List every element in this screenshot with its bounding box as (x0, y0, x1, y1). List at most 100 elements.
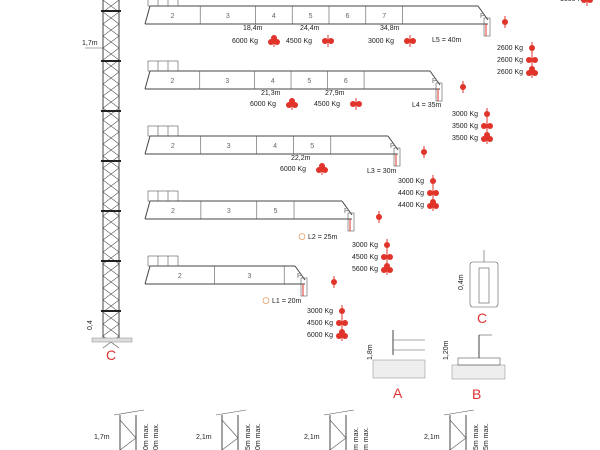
detail-b (451, 334, 506, 380)
mast-base (91, 337, 133, 343)
hook-icon (427, 199, 439, 211)
jib-tip-cone (387, 135, 399, 151)
hook-icon (581, 0, 593, 6)
jib-platform (147, 60, 179, 72)
radius-label: 24,4m (300, 25, 320, 32)
hook-icon (529, 42, 535, 54)
trolley (435, 82, 443, 102)
mast-lattice (102, 131, 120, 145)
mast-lattice (102, 323, 120, 337)
info-icon (298, 233, 306, 240)
jib-root (144, 70, 151, 90)
radius-load-label: 3000 Kg (368, 38, 394, 45)
mast-lattice (102, 83, 120, 97)
trolley (300, 277, 308, 297)
hook-icon (339, 305, 345, 317)
tip-load-label: 3000 Kg (452, 111, 478, 118)
detail-a-dim: 1,8m (367, 344, 374, 360)
tip-load-label: 2600 Kg (497, 57, 523, 64)
detail-c-letter: C (477, 310, 487, 326)
mast-letter-c: C (106, 347, 116, 363)
jib-4 (144, 60, 443, 102)
jib-platform (147, 125, 179, 137)
mast-lattice (102, 47, 120, 61)
jib-tip-label: P (390, 143, 395, 150)
radius-label: 18,4m (243, 25, 263, 32)
hook-block (404, 38, 410, 44)
mast-lattice (102, 119, 120, 133)
jib-section-number: 2 (171, 143, 175, 150)
hook-icon (376, 211, 382, 223)
section-lattice (329, 419, 347, 439)
info-icon (262, 297, 270, 304)
section-lattice (329, 437, 347, 450)
jib-section-number: 5 (310, 143, 314, 150)
hook-block (356, 101, 362, 107)
jib-section-number: 5 (309, 13, 313, 20)
jib-section-number: 2 (171, 208, 175, 215)
hook-icon (381, 251, 393, 263)
tip-load-label: 6000 Kg (307, 332, 333, 339)
ground (372, 359, 426, 379)
tip-load-label: 3000 Kg (307, 308, 333, 315)
jib-section-number: 3 (247, 273, 251, 280)
hook-block (526, 57, 532, 63)
detail-a-letter: A (393, 385, 403, 401)
ground (451, 364, 506, 380)
hook-block (410, 38, 416, 44)
mast-lattice (102, 263, 120, 277)
section-height-label: 0m max. (255, 423, 262, 450)
section-top (113, 409, 145, 416)
section-width-label: 2,1m (424, 434, 440, 441)
radius-load-label: 6000 Kg (250, 101, 276, 108)
detail-b-letter: B (472, 386, 481, 402)
radius-load-label: 4500 Kg (286, 38, 312, 45)
jib-platform (147, 255, 179, 267)
jib-tip-cone (477, 5, 489, 21)
hook-icon (526, 66, 538, 78)
jib-section-number: 7 (382, 13, 386, 20)
jib-tip-cone (429, 70, 441, 86)
section-top (215, 409, 247, 416)
hook-block (433, 190, 439, 196)
jib-section-number: 5 (273, 208, 277, 215)
section-height-label: 0m max. (143, 423, 150, 450)
jib-tip-cone (294, 265, 306, 281)
section-height-label: 5m max. (483, 423, 490, 450)
jib-section-number: 6 (344, 78, 348, 85)
radius-label: 34,8m (380, 25, 400, 32)
mast-width-label: 1,7m (82, 40, 98, 47)
hook-icon (460, 81, 466, 93)
mast-joint (101, 260, 121, 262)
mast-joint (101, 210, 121, 212)
hook-block (322, 38, 328, 44)
hook-block (387, 254, 393, 260)
jib-tip-cone (341, 200, 353, 216)
mast-joint (101, 160, 121, 162)
mast-lattice (102, 227, 120, 241)
mast-lattice (102, 287, 120, 301)
jib-section-number: 2 (170, 78, 174, 85)
radius-label: 27,9m (325, 90, 345, 97)
section-lattice (449, 419, 467, 439)
section-height-label: 5m max. (245, 423, 252, 450)
section-width-label: 2,1m (196, 434, 212, 441)
mast-lattice (102, 23, 120, 37)
jib-tip-label: P (432, 78, 437, 85)
mast-joint (101, 310, 121, 312)
tip-load-label: 4500 Kg (352, 254, 378, 261)
hook-icon (322, 35, 334, 47)
jib-5 (144, 0, 491, 37)
jib-platform (147, 0, 179, 7)
section-lattice (119, 437, 137, 450)
tip-load-label: 4500 Kg (307, 320, 333, 327)
hook-block (587, 0, 593, 3)
section-width-label: 2,1m (304, 434, 320, 441)
hook-icon (336, 329, 348, 341)
hook-icon (427, 187, 439, 199)
section-width-label: 1,7m (94, 434, 110, 441)
mast-lattice (102, 239, 120, 253)
jib-1 (144, 255, 308, 297)
hook-block (487, 123, 493, 129)
hook-block (581, 0, 587, 3)
